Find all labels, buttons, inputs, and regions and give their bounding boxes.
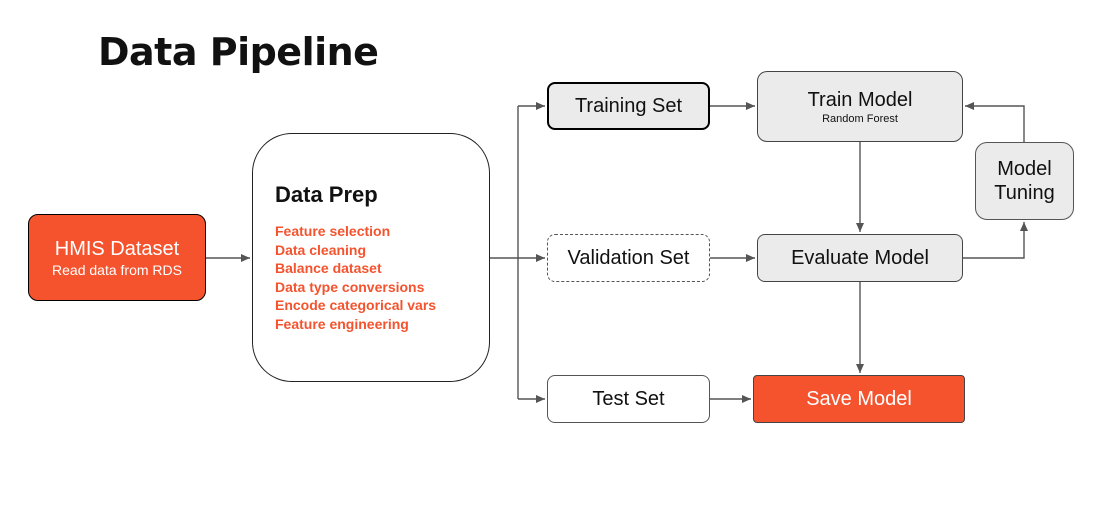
page-title: Data Pipeline [98,30,379,74]
save-model-label: Save Model [806,388,912,410]
edge-evaluate-to-tuning [963,222,1028,259]
data-prep-step: Balance dataset [275,260,382,276]
model-tuning-node[interactable]: Model Tuning [975,142,1074,220]
train-model-sublabel: Random Forest [822,113,898,125]
training-set-label: Training Set [574,95,683,117]
train-model-label: Train Model [807,89,913,111]
test-set-node[interactable]: Test Set [547,375,710,423]
data-prep-step: Data type conversions [275,278,425,295]
data-prep-step: Encode categorical vars [275,297,437,313]
edge-tuning-to-train [965,102,1025,142]
evaluate-model-node[interactable]: Evaluate Model [757,234,963,282]
save-model-node[interactable]: Save Model [753,375,965,423]
data-prep-steps: Feature selection Data cleaning Balance … [275,222,436,333]
validation-set-label: Validation Set [567,247,690,269]
data-prep-node[interactable]: Data Prep Feature selection Data cleanin… [252,133,490,382]
training-set-node[interactable]: Training Set [547,82,710,130]
train-model-node[interactable]: Train Model Random Forest [757,71,963,142]
data-prep-step: Feature engineering [275,315,409,332]
test-set-label: Test Set [592,388,665,410]
hmis-dataset-label: HMIS Dataset [54,238,180,260]
hmis-dataset-node[interactable]: HMIS Dataset Read data from RDS [28,214,206,301]
data-prep-step: Feature selection [275,223,391,239]
evaluate-model-label: Evaluate Model [791,247,929,269]
validation-set-node[interactable]: Validation Set [547,234,710,282]
data-prep-label: Data Prep [275,182,378,207]
model-tuning-label: Model Tuning [994,158,1055,204]
hmis-dataset-sublabel: Read data from RDS [52,262,182,278]
data-prep-step: Data cleaning [275,241,367,258]
